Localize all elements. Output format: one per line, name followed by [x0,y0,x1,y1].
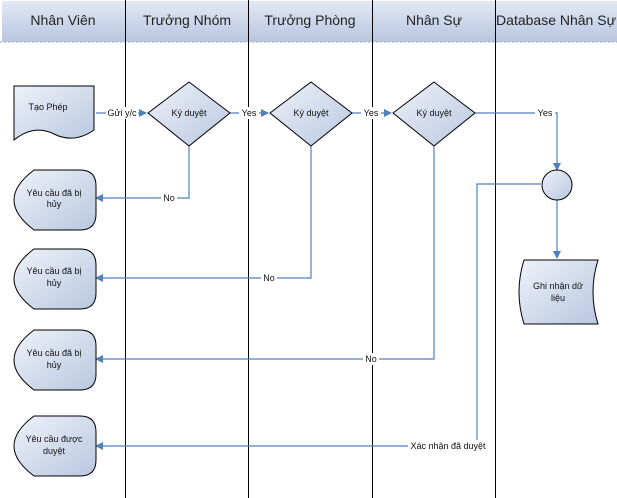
ghi-nhan-du-lieu: Ghi nhận dữ liệu [518,259,599,325]
ghi-nhan-line-1: Ghi nhận dữ [533,281,583,291]
yeu-cau-huy-2: Yêu cầu đã bị hủy [13,248,97,310]
huy-2-line-1: Yêu cầu đã bị [26,266,81,276]
connector-xac-nhan [95,183,541,450]
lane-header-truong-phong [249,1,372,42]
lane-title-database: Database Nhân Sự [496,12,616,28]
tao-phep-text: Tạo Phép [28,102,67,112]
connectors [95,109,561,450]
duoc-duyet-line-1: Yêu cầu được [26,434,83,444]
tao-phep-shape: Tạo Phép [13,85,95,142]
lane-title-nhan-vien: Nhân Viên [30,12,95,28]
ky-duyet-nhan-su: Ký duyệt [392,81,476,147]
label-gui-yc: Gửi y/c [107,108,137,118]
label-yes-3: Yes [538,108,553,118]
lane-title-nhan-su: Nhân Sự [406,12,462,28]
yeu-cau-duoc-duyet: Yêu cầu được duyệt [13,415,97,477]
lane-header-truong-nhom [126,1,248,42]
ky-duyet-3-text: Ký duyệt [416,108,452,118]
connector-no-2 [95,146,312,282]
lane-header-nhan-su [373,1,495,42]
ky-duyet-truong-nhom: Ký duyệt [147,81,231,147]
lane-separators [125,0,496,498]
label-yes-2: Yes [364,108,379,118]
ky-duyet-2-text: Ký duyệt [293,108,329,118]
connector-no-1 [95,146,190,202]
connector-yes-3 [475,112,561,171]
huy-2-line-2: hủy [47,278,62,288]
lane-header-database [496,1,617,42]
label-no-2: No [263,273,275,283]
lane-headers [0,1,617,43]
lane-title-truong-phong: Trưởng Phòng [264,12,355,28]
connector-no-3 [95,146,435,363]
yeu-cau-huy-1: Yêu cầu đã bị hủy [13,169,97,231]
yeu-cau-huy-3: Yêu cầu đã bị hủy [13,329,97,391]
huy-3-line-1: Yêu cầu đã bị [26,348,81,358]
lane-header-nhan-vien [2,1,125,42]
ky-duyet-1-text: Ký duyệt [171,108,207,118]
ghi-nhan-line-2: liệu [551,293,565,303]
huy-1-line-1: Yêu cầu đã bị [26,188,81,198]
huy-3-line-2: hủy [47,360,62,370]
label-no-1: No [163,193,175,203]
merge-circle [541,169,573,201]
lane-title-truong-nhom: Trưởng Nhóm [143,12,231,28]
label-xac-nhan: Xác nhận đã duyệt [410,441,486,451]
huy-1-line-2: hủy [47,199,62,209]
ky-duyet-truong-phong: Ký duyệt [269,81,353,147]
label-yes-1: Yes [242,108,257,118]
label-no-3: No [365,354,377,364]
duoc-duyet-line-2: duyệt [43,446,66,456]
